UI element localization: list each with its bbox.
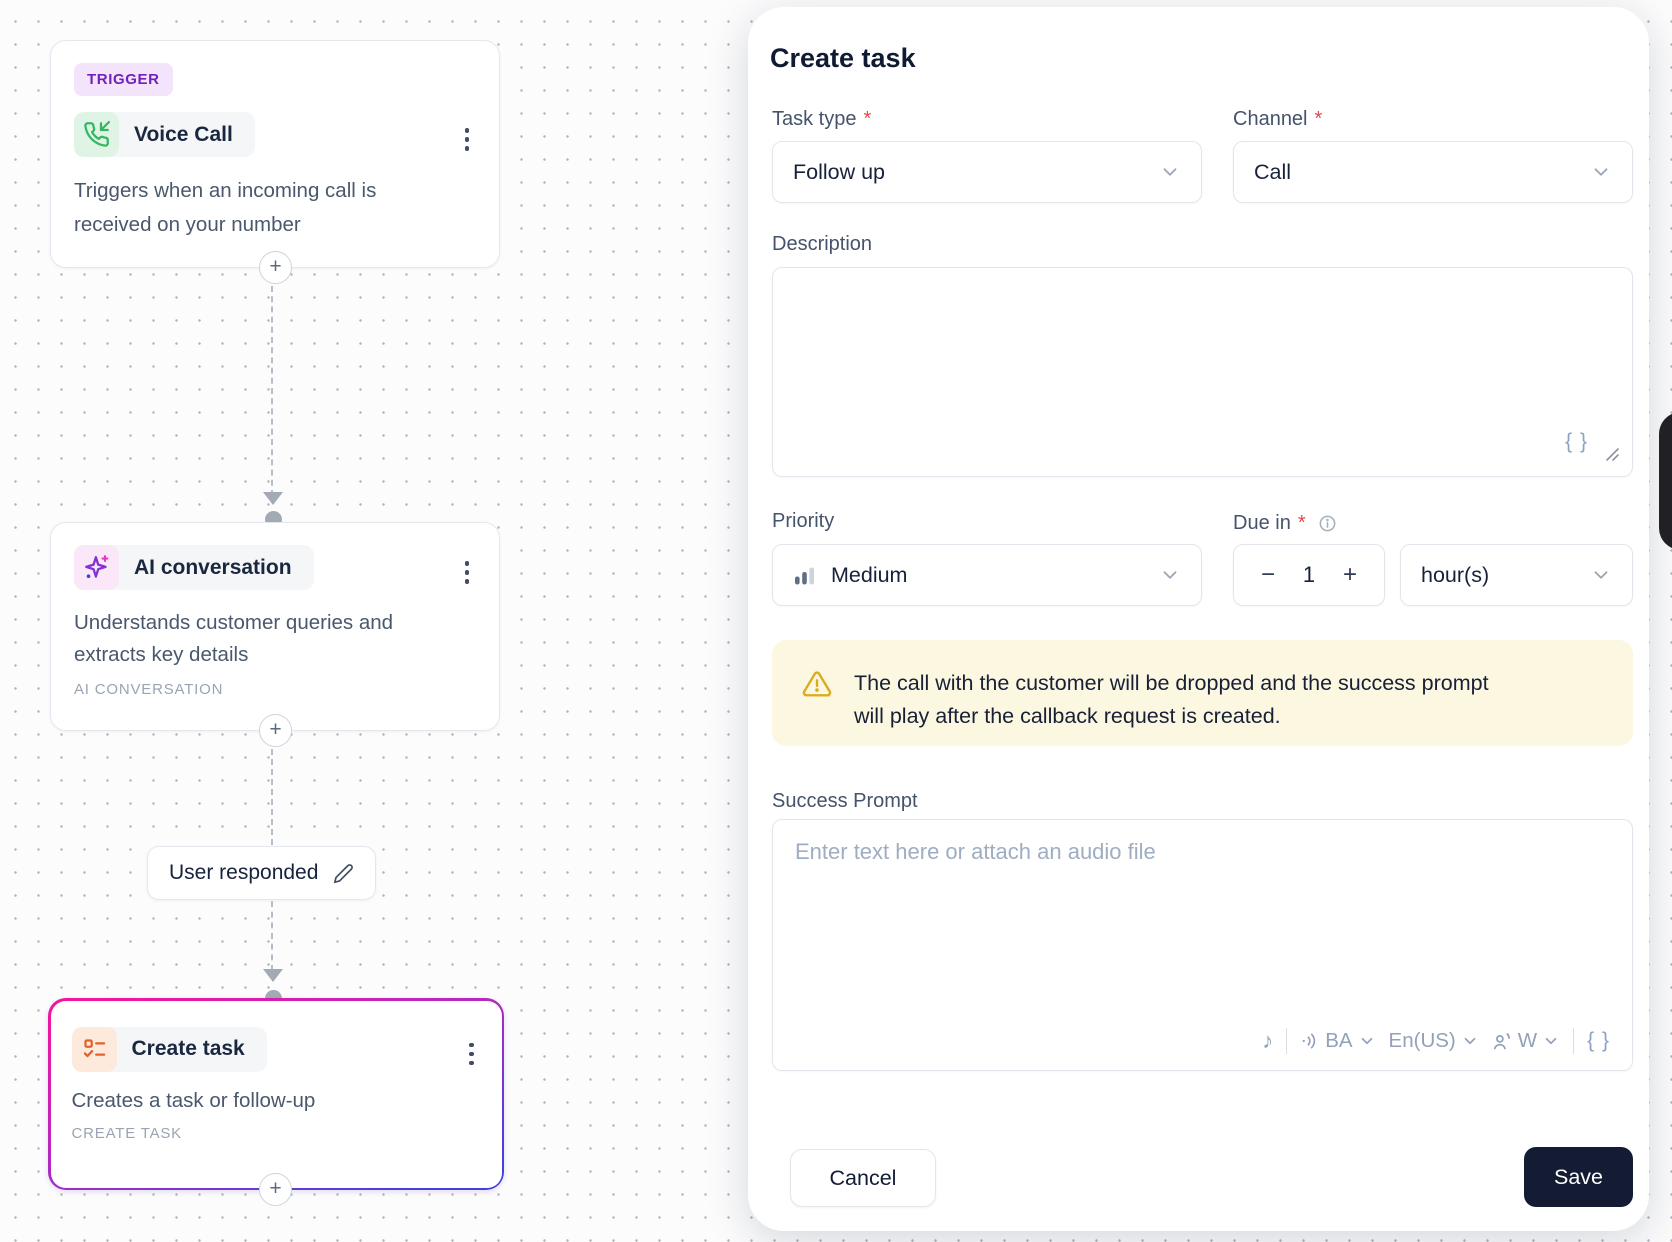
- connector-arrow: [263, 969, 283, 992]
- channel-label: Channel*: [1233, 108, 1323, 130]
- edit-pencil-icon[interactable]: [333, 863, 354, 884]
- voice-select[interactable]: BA: [1300, 1029, 1375, 1053]
- chevron-down-icon: [1464, 1037, 1476, 1045]
- channel-value: Call: [1254, 159, 1292, 184]
- due-in-label: Due in*: [1233, 512, 1337, 535]
- chevron-down-icon: [1590, 161, 1612, 183]
- node-description: Creates a task or follow-up: [71, 1088, 316, 1112]
- side-handle[interactable]: [1659, 412, 1672, 550]
- stepper-plus-button[interactable]: +: [1342, 561, 1357, 588]
- description-field-wrap: { }: [772, 267, 1633, 477]
- create-task-panel: Create task Task type* Channel* Follow u…: [748, 7, 1649, 1231]
- node-menu-button[interactable]: [461, 557, 474, 588]
- connector-line: [271, 901, 273, 971]
- node-type-label: CREATE TASK: [71, 1124, 182, 1142]
- priority-value: Medium: [831, 562, 908, 587]
- due-unit-select[interactable]: hour(s): [1400, 544, 1633, 606]
- music-note-icon[interactable]: ♪: [1262, 1028, 1274, 1053]
- task-type-value: Follow up: [793, 159, 886, 184]
- chevron-down-icon: [1590, 564, 1612, 586]
- add-step-button[interactable]: +: [259, 1173, 292, 1206]
- prompt-toolbar: ♪ BA En(US): [1262, 1028, 1610, 1054]
- task-type-select[interactable]: Follow up: [772, 141, 1202, 203]
- required-asterisk: *: [1297, 512, 1306, 534]
- required-asterisk: *: [863, 108, 872, 130]
- panel-title: Create task: [770, 43, 916, 73]
- warning-triangle-icon: [802, 669, 832, 699]
- priority-select[interactable]: Medium: [772, 544, 1202, 606]
- required-asterisk: *: [1314, 108, 1323, 130]
- edge-condition-chip[interactable]: User responded: [147, 846, 377, 900]
- speaker-label: W: [1517, 1029, 1538, 1052]
- due-in-stepper: − 1 +: [1233, 544, 1385, 606]
- connector-line: [271, 749, 273, 845]
- node-title-pill: Create task: [71, 1026, 267, 1072]
- description-textarea[interactable]: [773, 268, 1632, 476]
- node-title: Voice Call: [134, 122, 233, 146]
- task-checklist-icon: [71, 1026, 117, 1072]
- node-title: AI conversation: [134, 555, 292, 579]
- warning-text: The call with the customer will be dropp…: [854, 671, 1489, 728]
- toolbar-divider: [1286, 1028, 1288, 1054]
- node-title-pill: AI conversation: [74, 545, 314, 590]
- connector-arrow: [263, 492, 283, 515]
- add-step-button[interactable]: +: [259, 714, 292, 747]
- variables-braces-icon[interactable]: { }: [1587, 1029, 1610, 1052]
- language-label: En(US): [1388, 1029, 1456, 1052]
- success-prompt-label: Success Prompt: [772, 790, 918, 812]
- person-speaking-icon: [1492, 1031, 1513, 1052]
- node-menu-button[interactable]: [461, 124, 474, 155]
- task-type-label: Task type*: [772, 108, 872, 130]
- success-prompt-wrap: ♪ BA En(US): [772, 819, 1633, 1071]
- ai-sparkle-icon: [74, 545, 119, 590]
- add-step-button[interactable]: +: [259, 251, 292, 284]
- trigger-node[interactable]: TRIGGER Voice Call Triggers when an inco…: [50, 40, 500, 268]
- description-label: Description: [772, 233, 873, 255]
- success-prompt-textarea[interactable]: [773, 820, 1632, 1070]
- node-type-label: AI CONVERSATION: [74, 681, 224, 698]
- speaker-select[interactable]: W: [1492, 1029, 1560, 1053]
- chevron-down-icon: [1159, 564, 1181, 586]
- stepper-minus-button[interactable]: −: [1260, 561, 1275, 588]
- chevron-down-icon: [1361, 1037, 1372, 1045]
- node-title: Create task: [131, 1037, 245, 1060]
- info-icon[interactable]: [1318, 514, 1337, 533]
- chevron-down-icon: [1545, 1037, 1557, 1045]
- save-button[interactable]: Save: [1524, 1147, 1633, 1207]
- resize-handle-icon[interactable]: [1603, 445, 1621, 468]
- priority-bars-icon: [793, 564, 816, 587]
- voice-label: BA: [1325, 1029, 1353, 1052]
- node-title-pill: Voice Call: [74, 112, 255, 157]
- priority-label: Priority: [772, 510, 835, 532]
- due-unit-value: hour(s): [1421, 562, 1490, 587]
- connector-line: [271, 286, 273, 496]
- toolbar-divider: [1573, 1028, 1575, 1054]
- ai-conversation-node[interactable]: AI conversation Understands customer que…: [50, 522, 500, 731]
- trigger-badge: TRIGGER: [74, 63, 173, 96]
- sound-wave-icon: [1300, 1031, 1320, 1051]
- language-select[interactable]: En(US): [1389, 1029, 1479, 1053]
- node-description: Triggers when an incoming call is receiv…: [74, 179, 377, 236]
- node-menu-button[interactable]: [465, 1039, 478, 1070]
- create-task-node[interactable]: Create task Creates a task or follow-up …: [48, 998, 504, 1190]
- phone-incoming-icon: [74, 112, 119, 157]
- node-description: Understands customer queries and extract…: [74, 611, 394, 666]
- chevron-down-icon: [1159, 161, 1181, 183]
- variables-braces-icon[interactable]: { }: [1565, 430, 1588, 453]
- warning-banner: The call with the customer will be dropp…: [772, 640, 1633, 746]
- channel-select[interactable]: Call: [1233, 141, 1633, 203]
- due-in-value[interactable]: 1: [1302, 562, 1316, 587]
- edge-condition-label: User responded: [169, 861, 319, 884]
- cancel-button[interactable]: Cancel: [790, 1149, 936, 1207]
